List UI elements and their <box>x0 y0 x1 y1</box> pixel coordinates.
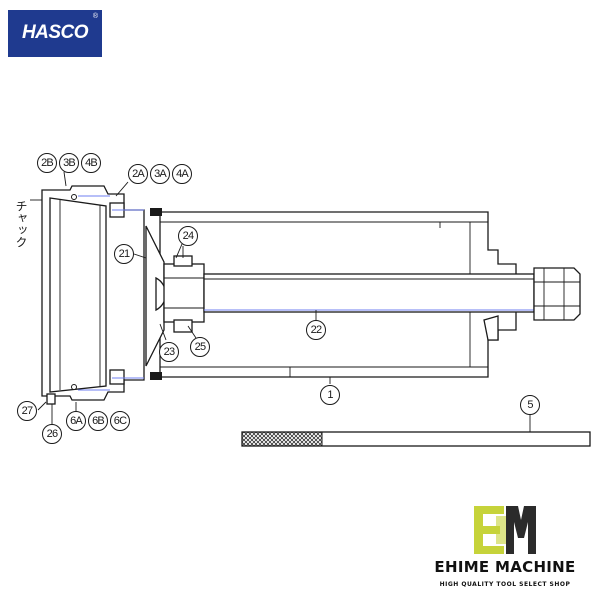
registered-mark: ® <box>92 13 98 20</box>
draw-rod <box>203 273 535 313</box>
callout-label: 4B <box>85 157 97 169</box>
leader-lines <box>30 171 531 432</box>
em-logo-icon <box>474 506 536 554</box>
callout-1: 1 <box>320 385 340 405</box>
callout-2b: 2B <box>37 153 57 173</box>
callout-21: 21 <box>114 244 134 264</box>
callout-23: 23 <box>159 342 179 362</box>
callout-4b: 4B <box>81 153 101 173</box>
callout-label: 22 <box>311 324 322 336</box>
end-hex-nut <box>533 267 581 321</box>
wrench-bar <box>241 431 591 447</box>
callout-label: 3A <box>154 168 167 180</box>
callout-label: 3B <box>63 157 75 169</box>
callout-3a: 3A <box>150 164 170 184</box>
brand-tagline: HIGH QUALITY TOOL SELECT SHOP <box>439 581 571 588</box>
callout-label: 2B <box>41 157 53 169</box>
callout-label: 6C <box>114 415 127 427</box>
chuck-label: チャック <box>14 200 28 248</box>
callout-3b: 3B <box>59 153 79 173</box>
callout-4a: 4A <box>172 164 192 184</box>
callout-label: 1 <box>327 389 333 401</box>
callout-label: 25 <box>195 341 206 353</box>
callout-label: 21 <box>119 248 130 260</box>
callout-label: 2A <box>132 168 145 180</box>
piston <box>145 225 167 367</box>
callout-label: 5 <box>527 399 533 411</box>
callout-24: 24 <box>178 226 198 246</box>
callout-2a: 2A <box>128 164 148 184</box>
chuck-housing <box>41 185 162 405</box>
callout-label: 27 <box>22 405 33 417</box>
callout-5: 5 <box>520 395 540 415</box>
callout-label: 4A <box>176 168 189 180</box>
callout-label: 6A <box>70 415 83 427</box>
callout-label: 23 <box>164 346 175 358</box>
callout-22: 22 <box>306 320 326 340</box>
brand-name: EHIME MACHINE <box>434 558 576 576</box>
callout-6c: 6C <box>110 411 130 431</box>
hasco-logo: HASCO ® <box>8 10 102 57</box>
hasco-logo-text: HASCO <box>21 22 89 43</box>
callout-6a: 6A <box>66 411 86 431</box>
callout-26: 26 <box>42 424 62 444</box>
callout-label: 26 <box>47 428 58 440</box>
callout-label: 6B <box>92 415 104 427</box>
callout-6b: 6B <box>88 411 108 431</box>
callout-27: 27 <box>17 401 37 421</box>
callout-label: 24 <box>183 230 194 242</box>
callout-25: 25 <box>190 337 210 357</box>
nut-assembly <box>163 246 205 333</box>
